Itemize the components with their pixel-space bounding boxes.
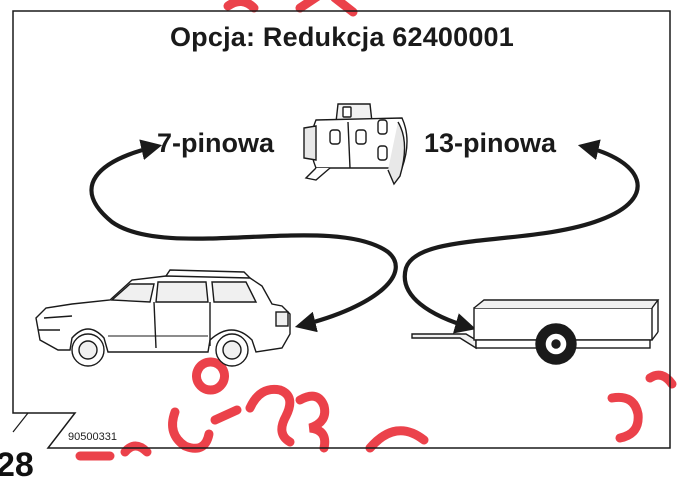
- figure-tab: [12, 412, 29, 433]
- seven-pin-label: 7-pinowa: [157, 128, 275, 158]
- trailer-icon: [411, 299, 660, 365]
- adapter-plug-icon: [303, 103, 408, 186]
- figure-number: 90500331: [68, 431, 117, 443]
- figure-frame: [12, 10, 671, 449]
- diagram-title: Opcja: Redukcja 62400001: [169, 22, 514, 52]
- arrow-adapter-to-trailer: [402, 139, 640, 334]
- watermark: [75, 0, 677, 461]
- page-number: 28: [0, 446, 34, 484]
- thirteen-pin-label: 13-pinowa: [424, 128, 557, 158]
- suv-car-icon: [35, 269, 291, 367]
- arrow-adapter-to-car: [89, 139, 398, 333]
